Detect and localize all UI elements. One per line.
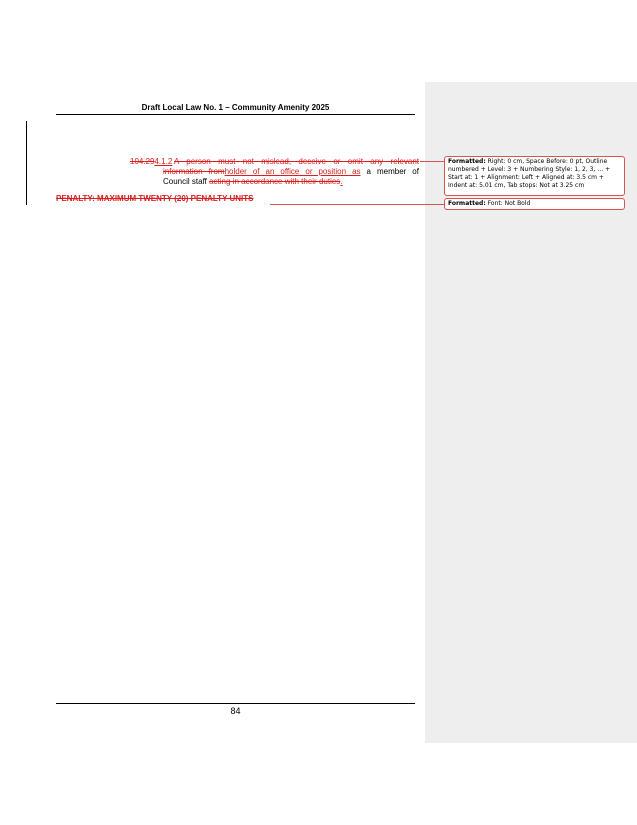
clause-number: 104.294.1.2 [130, 157, 174, 167]
deleted-text: acting in accordance with their duties [209, 177, 341, 186]
comment-label: Formatted: [448, 200, 486, 207]
comment-text: Font: Not Bold [485, 200, 531, 207]
format-comment-balloon[interactable]: Formatted: Right: 0 cm, Space Before: 0 … [444, 156, 625, 196]
page-number: 84 [230, 706, 241, 716]
clause-line-3: Council staff acting in accordance with … [130, 177, 419, 187]
comment-connector [270, 204, 444, 205]
penalty-line[interactable]: PENALTY: MAXIMUM TWENTY (20) PENALTY UNI… [56, 194, 254, 203]
change-bar [26, 121, 27, 205]
clause-text: Council staff [163, 177, 210, 186]
clause-paragraph[interactable]: 104.294.1.2 A person must not mislead, d… [130, 157, 419, 187]
clause-line-1: 104.294.1.2 A person must not mislead, d… [130, 157, 419, 167]
clause-number-inserted: 4.1.2 [154, 157, 173, 166]
deleted-text: information from [163, 167, 225, 176]
inserted-text: holder of an office or position as [224, 167, 361, 176]
comment-connector [420, 161, 444, 162]
footer-rule [56, 703, 415, 704]
inserted-period: . [340, 177, 343, 186]
comment-text: Right: 0 cm, Space Before: 0 pt, Outline… [448, 158, 611, 189]
deleted-text: A person must not mislead, deceive or om… [174, 157, 419, 166]
clause-text: a member of [360, 167, 419, 176]
comment-label: Formatted: [448, 158, 486, 165]
format-comment-balloon[interactable]: Formatted: Font: Not Bold [444, 198, 625, 210]
clause-line-2: information fromholder of an office or p… [130, 167, 419, 177]
page-header-title: Draft Local Law No. 1 – Community Amenit… [141, 103, 330, 112]
header-rule [56, 114, 415, 115]
clause-number-deleted: 104.29 [130, 157, 155, 166]
